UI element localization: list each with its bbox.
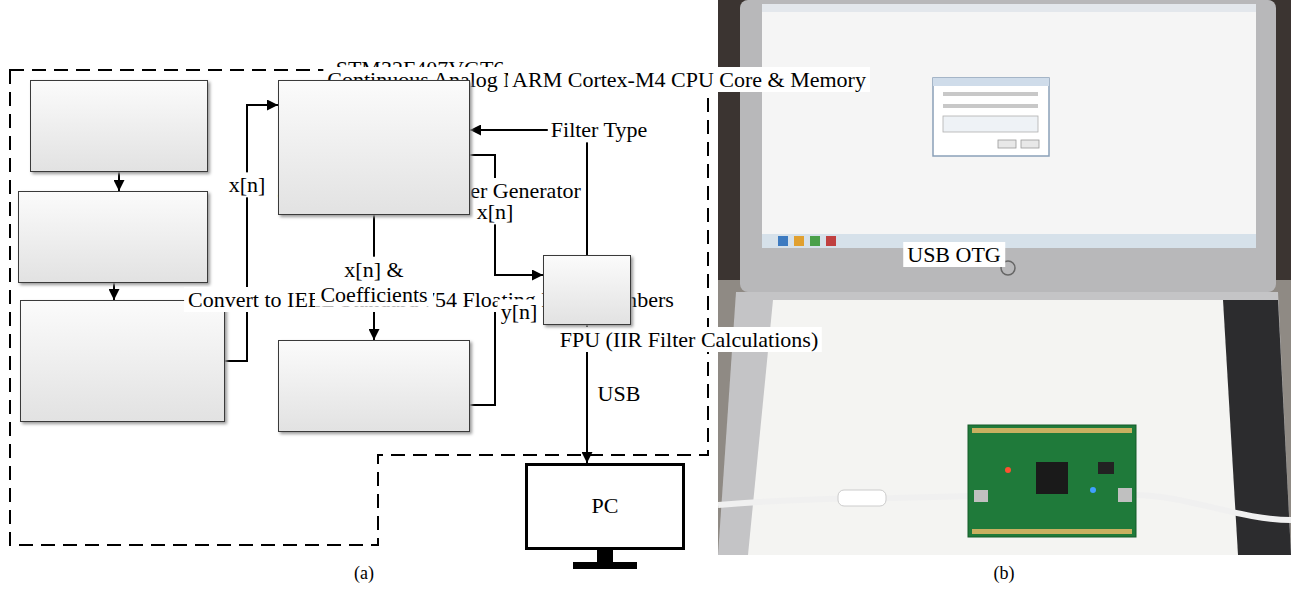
pin-header (972, 529, 1132, 534)
dialog-field (943, 92, 1038, 96)
process-box: Continuous Analog Noise (30, 80, 208, 172)
panel-label: (b) (994, 563, 1015, 584)
dialog-titlebar (933, 78, 1049, 86)
pin-header (972, 428, 1132, 433)
node-text: PC (525, 463, 685, 549)
node-text: USB OTG (903, 242, 1005, 267)
signal-arrow (113, 283, 115, 300)
usb-connector (974, 490, 988, 502)
laptop-lid (740, 0, 1276, 292)
taskbar-icon (794, 236, 804, 246)
process-box: FPU (IIR Filter Calculations) (278, 340, 470, 432)
signal-arrow (225, 105, 278, 361)
desk (718, 280, 1291, 555)
cable-ferrite (838, 490, 886, 506)
node-text: FPU (IIR Filter Calculations) (556, 327, 822, 352)
monitor-base (573, 562, 637, 569)
signal-label: x[n] & Coefficients (315, 256, 433, 307)
taskbar-icon (826, 236, 836, 246)
panel-label: (a) (354, 563, 374, 584)
taskbar-icon (778, 236, 788, 246)
computer-monitor: PC (525, 463, 685, 575)
laptop-screen (762, 4, 1256, 248)
taskbar (762, 234, 1256, 248)
signal-label: Filter Type (548, 117, 650, 142)
node-text: ARM Cortex-M4 CPU Core & Memory (508, 67, 870, 92)
signal-arrow (118, 172, 120, 191)
dialog-field (943, 104, 1038, 108)
monitor-icon (525, 463, 685, 575)
monitor-neck (597, 549, 613, 563)
mcu-chip (1036, 462, 1068, 494)
signal-label: x[n] (226, 172, 269, 197)
usb-cable (1133, 495, 1291, 520)
signal-label: x[n] (474, 199, 517, 224)
signal-label: USB (595, 381, 644, 406)
signal-label: y[n] (498, 299, 541, 324)
dialog-window (933, 78, 1049, 156)
dialog-button (1021, 140, 1039, 148)
discovery-board (968, 425, 1136, 537)
window-toolbar (762, 4, 1256, 12)
status-led (1005, 467, 1011, 473)
usb-connector (1118, 488, 1132, 502)
dialog-button (998, 140, 1016, 148)
user-button (1090, 487, 1096, 493)
signal-arrow (470, 155, 543, 275)
process-box: 32-bit Random Number Generator (18, 191, 208, 283)
taskbar-icon (810, 236, 820, 246)
process-box: Convert to IEEE Standard 754 Floating Po… (20, 300, 225, 422)
audio-jack (1098, 462, 1114, 474)
process-box: ARM Cortex-M4 CPU Core & Memory (278, 80, 470, 215)
process-box: USB OTG (543, 255, 631, 325)
dialog-list (943, 116, 1038, 132)
